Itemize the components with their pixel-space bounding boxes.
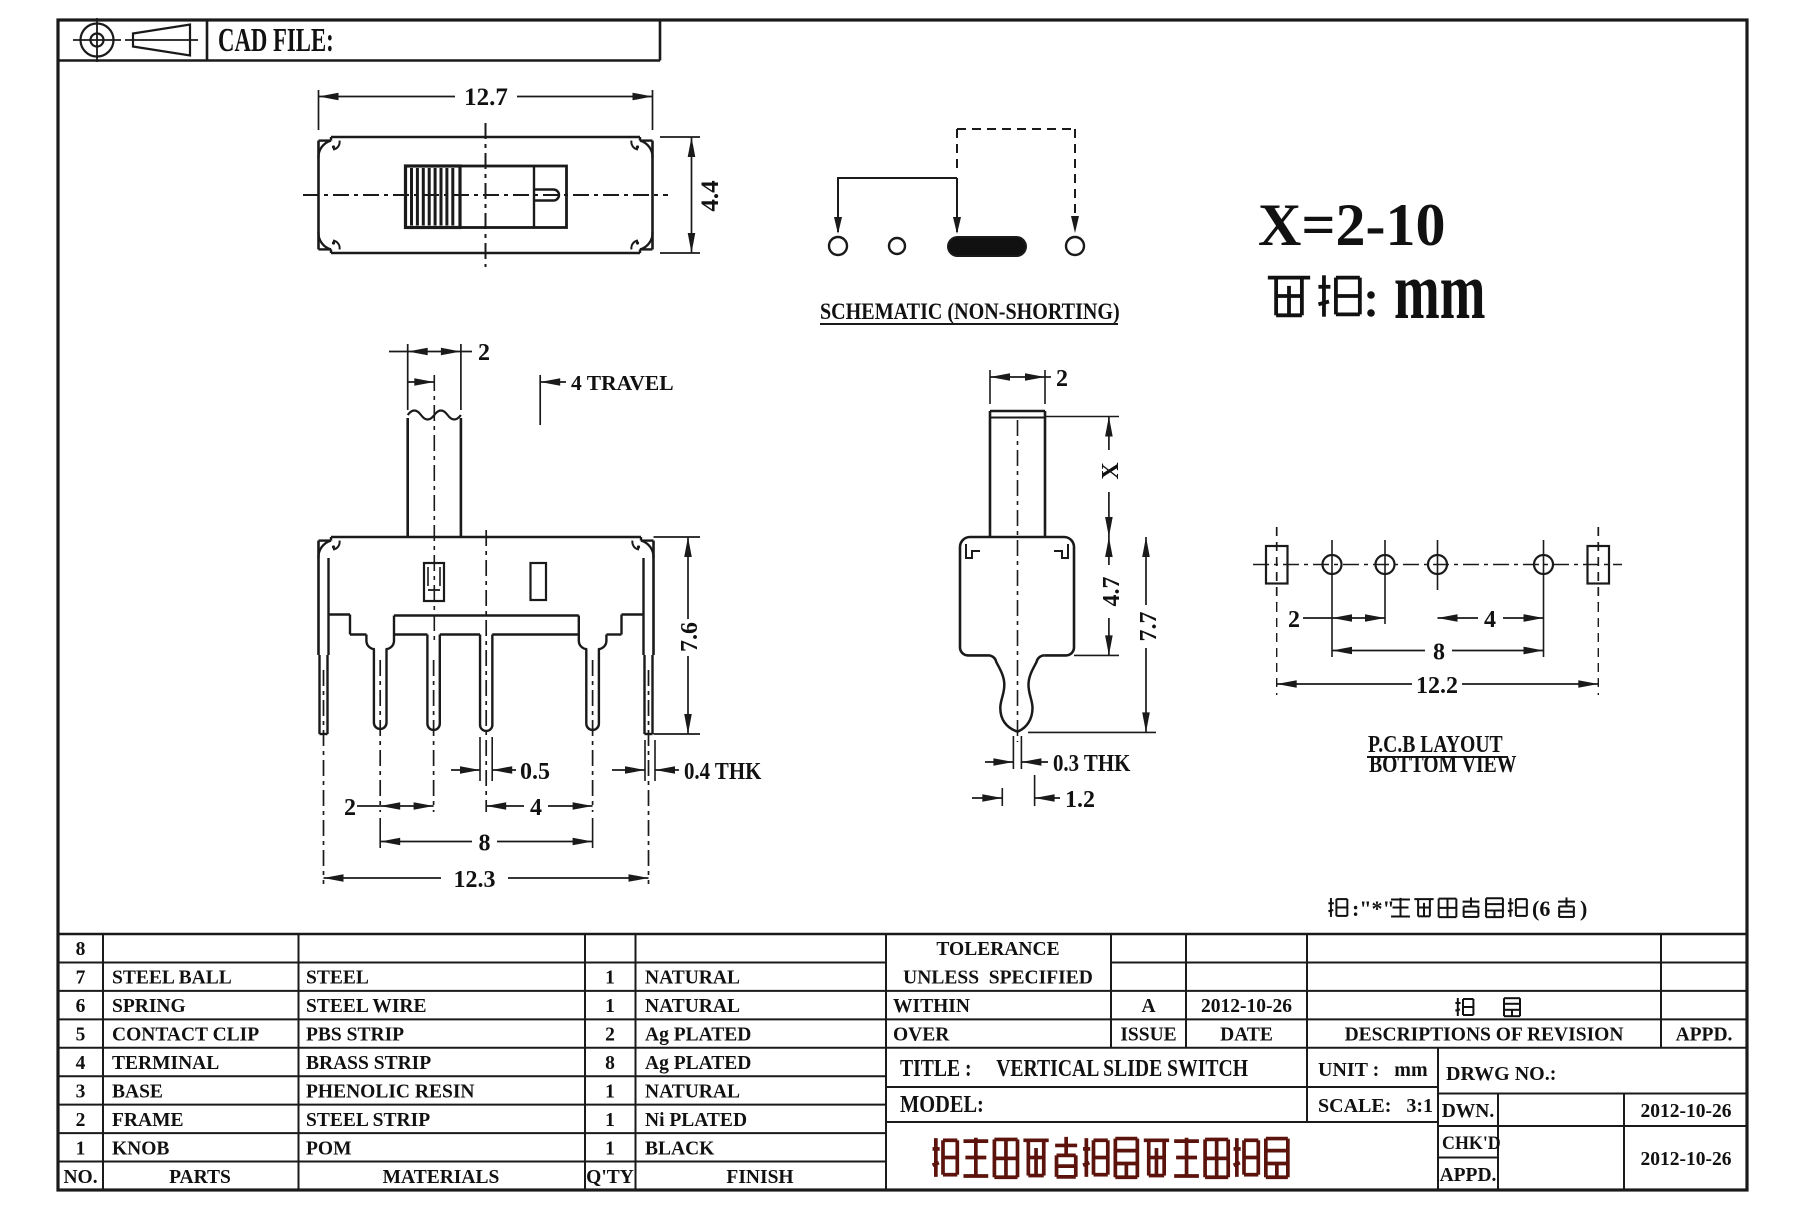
svg-text:4.4: 4.4 (697, 180, 724, 212)
svg-text:7: 7 (76, 968, 86, 989)
svg-text:UNLESS SPECIFIED: UNLESS SPECIFIED (903, 967, 1093, 988)
svg-text:KNOB: KNOB (112, 1138, 169, 1159)
svg-text:mm: mm (1394, 246, 1486, 336)
svg-text:X: X (1098, 462, 1124, 480)
svg-text:2: 2 (76, 1110, 86, 1131)
svg-text:FINISH: FINISH (726, 1167, 793, 1188)
svg-text:2012-10-26: 2012-10-26 (1201, 996, 1292, 1017)
svg-text:): ) (1580, 896, 1587, 921)
svg-text:SPRING: SPRING (112, 996, 186, 1017)
svg-text:NATURAL: NATURAL (645, 968, 740, 989)
svg-text:5: 5 (76, 1025, 86, 1046)
svg-text:6: 6 (76, 996, 86, 1017)
svg-text:BOTTOM VIEW: BOTTOM VIEW (1369, 750, 1516, 777)
svg-text:MODEL:: MODEL: (900, 1090, 984, 1117)
svg-text:7.7: 7.7 (1136, 612, 1162, 642)
svg-text:A: A (1141, 996, 1155, 1017)
svg-text:2012-10-26: 2012-10-26 (1641, 1149, 1732, 1170)
svg-text:P.C.B LAYOUT: P.C.B LAYOUT (1368, 730, 1503, 757)
svg-text:CONTACT CLIP: CONTACT CLIP (112, 1025, 259, 1046)
svg-text:WITHIN: WITHIN (893, 996, 970, 1017)
svg-text:DESCRIPTIONS OF REVISION: DESCRIPTIONS OF REVISION (1345, 1024, 1624, 1045)
svg-text:1: 1 (605, 996, 615, 1017)
svg-text:UNIT : mm: UNIT : mm (1318, 1059, 1428, 1081)
svg-text:NATURAL: NATURAL (645, 996, 740, 1017)
svg-text:2: 2 (1288, 607, 1300, 633)
svg-text:X=2-10: X=2-10 (1258, 192, 1446, 258)
svg-text:(6: (6 (1532, 896, 1550, 921)
svg-text:ISSUE: ISSUE (1120, 1024, 1176, 1045)
svg-text:CHK'D: CHK'D (1442, 1132, 1501, 1154)
svg-text:8: 8 (605, 1053, 615, 1074)
svg-text:Ag PLATED: Ag PLATED (645, 1053, 751, 1074)
svg-text:3: 3 (76, 1081, 86, 1102)
svg-text:PARTS: PARTS (169, 1167, 231, 1188)
svg-text:OVER: OVER (893, 1024, 950, 1045)
svg-text:STEEL WIRE: STEEL WIRE (306, 996, 427, 1017)
svg-text:2: 2 (1056, 366, 1068, 392)
svg-text:POM: POM (306, 1138, 351, 1159)
svg-text:NATURAL: NATURAL (645, 1081, 740, 1102)
svg-text:1: 1 (605, 1138, 615, 1159)
svg-text:1: 1 (605, 1110, 615, 1131)
svg-text:1: 1 (76, 1138, 86, 1159)
svg-text:MATERIALS: MATERIALS (383, 1167, 500, 1188)
svg-text::"*": :"*" (1352, 896, 1395, 921)
svg-text:PBS STRIP: PBS STRIP (306, 1025, 404, 1046)
svg-text:NO.: NO. (63, 1167, 97, 1188)
svg-text:12.3: 12.3 (454, 867, 496, 893)
svg-text:FRAME: FRAME (112, 1110, 184, 1131)
svg-text:DATE: DATE (1220, 1024, 1273, 1045)
svg-text:0.5: 0.5 (520, 759, 550, 785)
svg-text:4: 4 (76, 1053, 86, 1074)
svg-text:APPD.: APPD. (1440, 1165, 1497, 1186)
svg-text:2012-10-26: 2012-10-26 (1641, 1101, 1732, 1122)
svg-text:TITLE : VERTICAL SLIDE SWI: TITLE : VERTICAL SLIDE SWITCH (900, 1054, 1248, 1081)
svg-text:Ag PLATED: Ag PLATED (645, 1025, 751, 1046)
svg-text:TOLERANCE: TOLERANCE (936, 939, 1059, 960)
svg-text:BLACK: BLACK (645, 1138, 715, 1159)
svg-text:7.6: 7.6 (677, 622, 703, 652)
svg-text:12.2: 12.2 (1416, 673, 1458, 699)
svg-text:1: 1 (605, 1081, 615, 1102)
svg-text:8: 8 (479, 831, 491, 857)
svg-text:STEEL STRIP: STEEL STRIP (306, 1110, 430, 1131)
svg-text:12.7: 12.7 (464, 84, 508, 111)
svg-text:4 TRAVEL: 4 TRAVEL (571, 371, 674, 395)
svg-text:Q'TY: Q'TY (586, 1167, 634, 1188)
svg-text:8: 8 (1433, 640, 1445, 666)
svg-text:2: 2 (605, 1025, 615, 1046)
svg-text:4: 4 (530, 795, 542, 821)
svg-text:4.7: 4.7 (1099, 577, 1125, 607)
svg-text:STEEL BALL: STEEL BALL (112, 968, 232, 989)
svg-text:APPD.: APPD. (1676, 1024, 1733, 1045)
svg-text:0.4 THK: 0.4 THK (684, 758, 762, 785)
svg-text:SCHEMATIC (NON-SHORTING): SCHEMATIC (NON-SHORTING) (820, 299, 1120, 325)
svg-text:DRWG NO.:: DRWG NO.: (1446, 1063, 1556, 1085)
svg-text:STEEL: STEEL (306, 968, 369, 989)
svg-text:0.3 THK: 0.3 THK (1053, 750, 1131, 777)
svg-text:DWN.: DWN. (1442, 1101, 1495, 1122)
svg-text:2: 2 (478, 340, 490, 366)
svg-text:8: 8 (76, 939, 86, 960)
svg-text:PHENOLIC RESIN: PHENOLIC RESIN (306, 1081, 475, 1102)
svg-text:1.2: 1.2 (1065, 787, 1095, 813)
svg-text:BRASS STRIP: BRASS STRIP (306, 1053, 431, 1074)
svg-text:SCALE: 3:1: SCALE: 3:1 (1318, 1095, 1433, 1117)
svg-text:1: 1 (605, 968, 615, 989)
svg-text:TERMINAL: TERMINAL (112, 1053, 219, 1074)
svg-text:4: 4 (1484, 607, 1496, 633)
svg-text:CAD FILE:: CAD FILE: (218, 22, 334, 60)
svg-text:2: 2 (344, 795, 356, 821)
svg-text:Ni PLATED: Ni PLATED (645, 1110, 747, 1131)
svg-text:BASE: BASE (112, 1081, 163, 1102)
